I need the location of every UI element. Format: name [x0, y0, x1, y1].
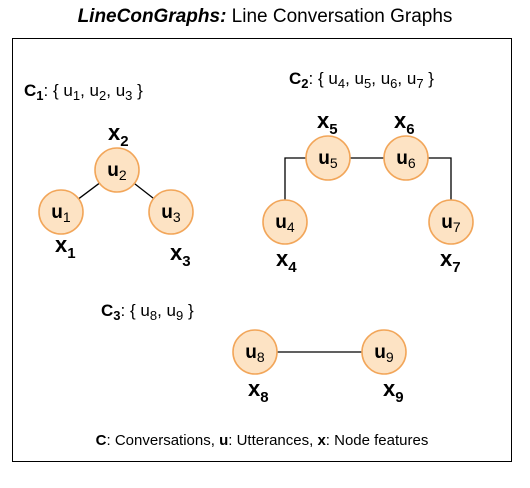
title-rest: Line Conversation Graphs [226, 6, 453, 27]
legend-u-key: u [219, 432, 229, 449]
edge-u4-u5 [284, 157, 306, 200]
feature-x7-label: x7 [440, 246, 461, 276]
feature-x6-label: x6 [394, 108, 415, 138]
node-u1 [38, 189, 84, 235]
node-u2 [94, 147, 140, 193]
feature-x3-label: x3 [170, 240, 191, 270]
feature-x1-label: x1 [55, 232, 76, 262]
node-u6 [383, 135, 429, 181]
node-u6-label: u6 [396, 148, 416, 171]
node-u4 [262, 199, 308, 245]
conversation-c3-label: C3: { u8, u9 } [101, 301, 194, 323]
node-u1-label: u1 [51, 202, 71, 225]
legend-c-text: : Conversations, [106, 432, 220, 449]
diagram-frame [12, 38, 512, 462]
feature-x4-label: x4 [276, 246, 297, 276]
edge-u2-u3 [133, 182, 155, 200]
node-u5 [305, 135, 351, 181]
node-u3 [148, 189, 194, 235]
conversation-c2-label: C2: { u4, u5, u6, u7 } [289, 69, 434, 91]
feature-x9-label: x9 [383, 376, 404, 406]
conversation-c1-label: C1: { u1, u2, u3 } [24, 81, 143, 103]
edge-u1-u2 [78, 182, 100, 200]
legend-u-text: : Utterances, [228, 432, 318, 449]
edge-u6-u7 [428, 157, 452, 200]
legend-x-key: x [317, 432, 326, 449]
diagram-title: LineConGraphs: Line Conversation Graphs [0, 6, 530, 28]
node-u4-label: u4 [275, 212, 295, 235]
legend: C: Conversations, u: Utterances, x: Node… [12, 432, 512, 449]
node-u9 [361, 329, 407, 375]
node-u9-label: u9 [374, 342, 394, 365]
feature-x5-label: x5 [317, 108, 338, 138]
title-bold: LineConGraphs: [77, 6, 227, 27]
node-u7-label: u7 [441, 212, 461, 235]
node-u8-label: u8 [245, 342, 265, 365]
node-u5-label: u5 [318, 148, 338, 171]
node-u2-label: u2 [107, 160, 127, 183]
legend-c-key: C [95, 432, 107, 449]
node-u8 [232, 329, 278, 375]
node-u7 [428, 199, 474, 245]
node-u3-label: u3 [161, 202, 181, 225]
feature-x2-label: x2 [108, 120, 129, 150]
feature-x8-label: x8 [248, 376, 269, 406]
legend-x-text: : Node features [325, 432, 429, 449]
